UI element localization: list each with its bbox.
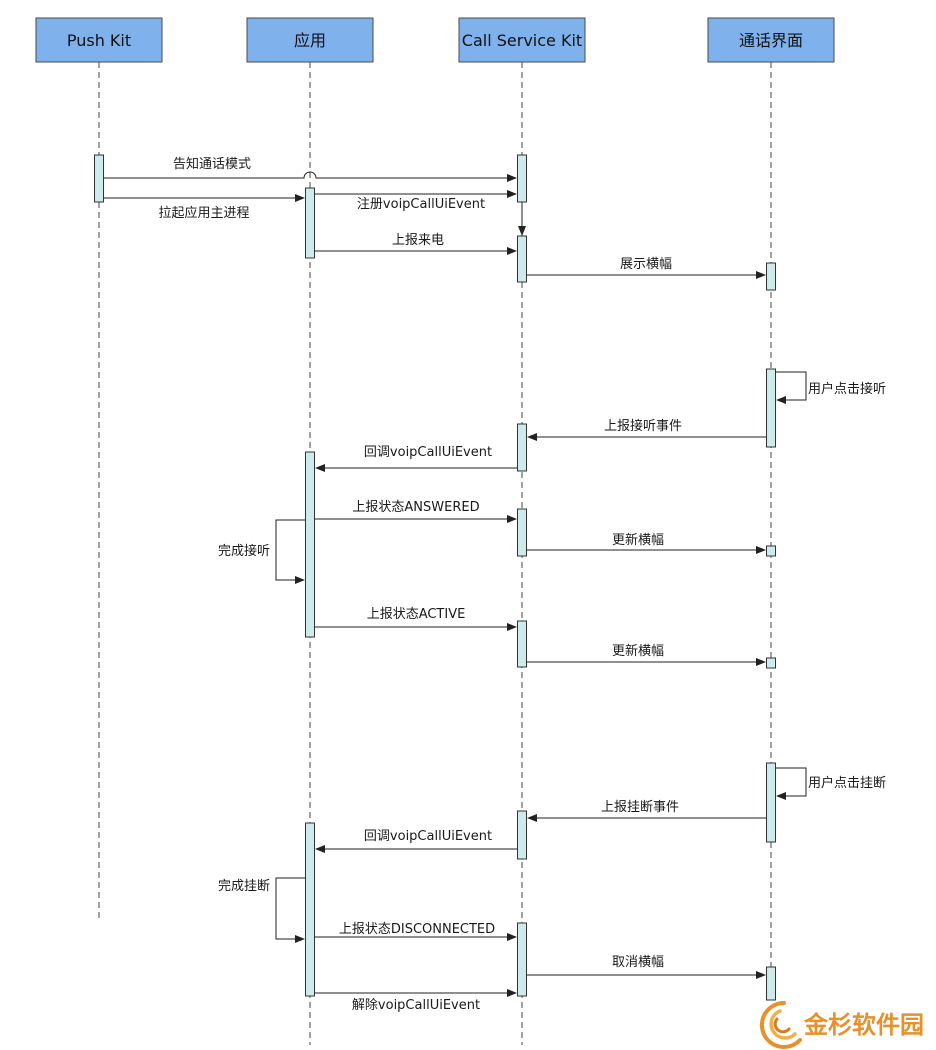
activation-bar — [305, 451, 315, 638]
message-report-answered: 上报状态ANSWERED — [314, 500, 517, 523]
participant-label: 通话界面 — [739, 31, 803, 50]
activation-bar — [305, 187, 315, 259]
message-label: 上报来电 — [392, 233, 444, 248]
message-report-incoming: 上报来电 — [314, 233, 517, 255]
activation-bar — [517, 810, 527, 860]
activation-bar — [517, 508, 527, 557]
participant-label: 应用 — [294, 31, 326, 50]
watermark-logo-icon — [759, 1000, 802, 1049]
message-label: 用户点击挂断 — [808, 775, 886, 791]
message-callback-answer: 回调voipCallUiEvent — [315, 445, 518, 472]
activation-bar — [766, 657, 776, 669]
activation-bar — [517, 154, 527, 203]
watermark: 金杉软件园 — [759, 1000, 924, 1049]
message-label: 更新横幅 — [612, 643, 664, 659]
activation-bar — [766, 545, 776, 557]
message-arrow — [275, 877, 306, 943]
message-label: 完成接听 — [218, 543, 270, 559]
activation-bar — [94, 154, 104, 203]
message-report-active: 上报状态ACTIVE — [314, 607, 517, 631]
message-unregister-event: 解除voipCallUiEvent — [314, 989, 517, 1013]
message-label: 拉起应用主进程 — [158, 205, 249, 221]
message-register-event: 注册voipCallUiEvent — [314, 190, 517, 212]
message-notify-call-mode: 告知通话模式 — [103, 156, 517, 182]
participant-callkit: Call Service Kit — [458, 17, 586, 63]
message-show-banner: 展示横幅 — [526, 257, 766, 279]
activation-bar — [517, 620, 527, 668]
message-label: 注册voipCallUiEvent — [357, 197, 485, 212]
message-label: 上报状态ANSWERED — [352, 500, 479, 515]
message-label: 取消横幅 — [612, 955, 664, 970]
message-arrow — [775, 371, 807, 404]
participant-pushkit: Push Kit — [35, 17, 163, 63]
message-complete-hangup: 完成挂断 — [218, 877, 306, 943]
message-label: 上报挂断事件 — [601, 800, 679, 815]
message-callback-hangup: 回调voipCallUiEvent — [315, 829, 518, 853]
message-report-answer-event: 上报接听事件 — [527, 418, 767, 441]
activation-bar — [766, 262, 776, 291]
message-cancel-banner: 取消横幅 — [526, 955, 766, 979]
participant-app: 应用 — [246, 17, 374, 63]
activation-bars — [94, 154, 776, 1001]
participant-ui: 通话界面 — [707, 17, 835, 63]
message-arrow — [775, 767, 807, 800]
message-user-answer: 用户点击接听 — [775, 371, 886, 404]
message-update-banner-2: 更新横幅 — [526, 643, 766, 666]
activation-bar — [305, 822, 315, 997]
activation-bar — [517, 922, 527, 997]
message-label: 上报接听事件 — [604, 418, 682, 434]
message-launch-app: 拉起应用主进程 — [103, 194, 305, 221]
message-label: 回调voipCallUiEvent — [364, 445, 492, 460]
message-label: 回调voipCallUiEvent — [364, 829, 492, 844]
participant-label: Call Service Kit — [462, 31, 582, 50]
message-label: 上报状态ACTIVE — [367, 607, 466, 622]
participant-label: Push Kit — [67, 31, 131, 50]
message-update-banner-1: 更新横幅 — [526, 532, 766, 554]
message-label: 完成挂断 — [218, 879, 270, 894]
message-report-disconnected: 上报状态DISCONNECTED — [314, 922, 517, 941]
activation-bar — [766, 762, 776, 843]
message-arrow — [275, 519, 306, 584]
message-label: 上报状态DISCONNECTED — [339, 922, 495, 937]
message-label: 更新横幅 — [612, 532, 664, 548]
message-label: 用户点击接听 — [808, 381, 886, 397]
message-label: 解除voipCallUiEvent — [352, 998, 480, 1013]
watermark-text: 金杉软件园 — [803, 1011, 924, 1039]
message-complete-answer: 完成接听 — [218, 519, 306, 584]
activation-bar — [766, 966, 776, 1001]
message-report-hangup-event: 上报挂断事件 — [527, 800, 767, 822]
message-arrow — [103, 171, 517, 182]
message-user-hangup: 用户点击挂断 — [775, 767, 886, 800]
message-label: 展示横幅 — [620, 257, 672, 272]
activation-bar — [517, 235, 527, 283]
message-label: 告知通话模式 — [173, 156, 251, 172]
activation-bar — [517, 423, 527, 472]
activation-bar — [766, 368, 776, 448]
